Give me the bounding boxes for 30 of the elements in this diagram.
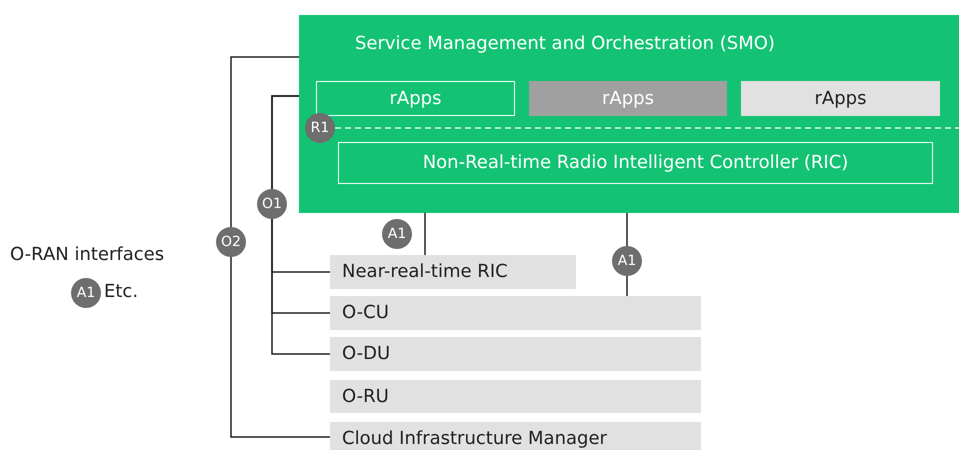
component-box bbox=[316, 81, 515, 116]
smo-panel bbox=[299, 15, 959, 213]
interface-badge: O2 bbox=[216, 227, 246, 257]
legend-text: O-RAN interfaces bbox=[10, 244, 164, 265]
legend-text: Etc. bbox=[104, 281, 138, 302]
box-label: Service Management and Orchestration (SMO) bbox=[355, 33, 775, 55]
interface-badge: A1 bbox=[382, 219, 412, 249]
network-function-box bbox=[330, 255, 576, 289]
network-function-box bbox=[330, 422, 701, 450]
box-label: O-CU bbox=[342, 302, 389, 324]
connector-line bbox=[424, 213, 426, 255]
box-label: rApps bbox=[390, 88, 442, 110]
network-function-box bbox=[330, 380, 701, 413]
connector-line bbox=[271, 95, 330, 355]
interface-badge: O1 bbox=[257, 189, 287, 219]
box-label: Near-real-time RIC bbox=[342, 261, 508, 283]
component-box bbox=[741, 81, 940, 116]
interface-badge: A1 bbox=[71, 278, 101, 308]
box-label: Non-Real-time Radio Intelligent Controller (RIC) bbox=[422, 152, 848, 174]
box-label: rApps bbox=[602, 88, 654, 110]
connector-line bbox=[230, 56, 330, 438]
box-label: O-RU bbox=[342, 386, 389, 408]
box-label: Cloud Infrastructure Manager bbox=[342, 428, 607, 450]
network-function-box bbox=[330, 337, 701, 371]
network-function-box bbox=[330, 296, 701, 330]
box-label: rApps bbox=[814, 88, 866, 110]
component-box bbox=[338, 142, 933, 184]
component-box bbox=[529, 81, 727, 116]
interface-badge: A1 bbox=[612, 246, 642, 276]
box-label: O-DU bbox=[342, 343, 390, 365]
